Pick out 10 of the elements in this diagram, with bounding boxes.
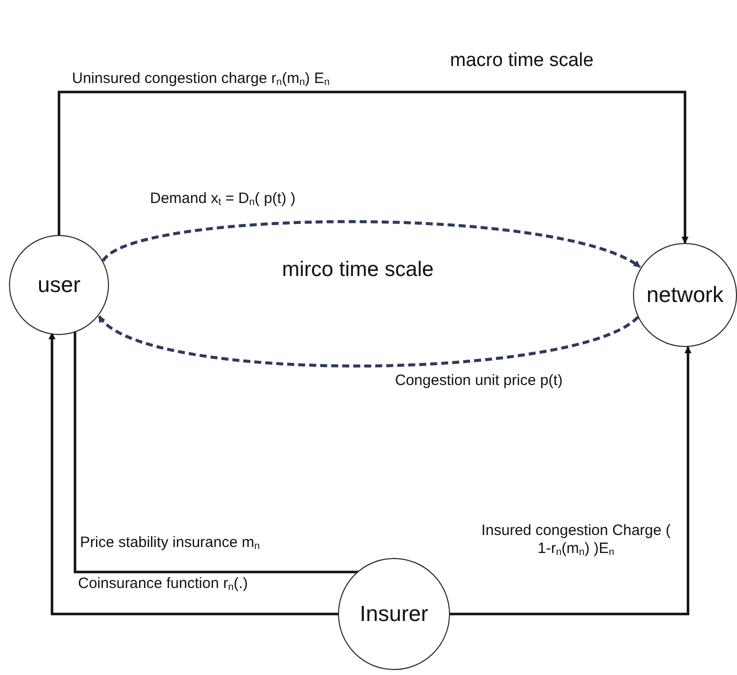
arrow: [98, 314, 639, 368]
node-label: user: [38, 272, 80, 298]
scale-label: macro time scale: [450, 50, 594, 72]
arrow: [102, 220, 641, 268]
arrow: [450, 346, 692, 616]
node-label: Insurer: [360, 601, 428, 627]
scale-label: mirco time scale: [282, 258, 434, 282]
arrow: [58, 90, 688, 244]
node-label: network: [646, 282, 724, 308]
arrow: [48, 332, 338, 616]
